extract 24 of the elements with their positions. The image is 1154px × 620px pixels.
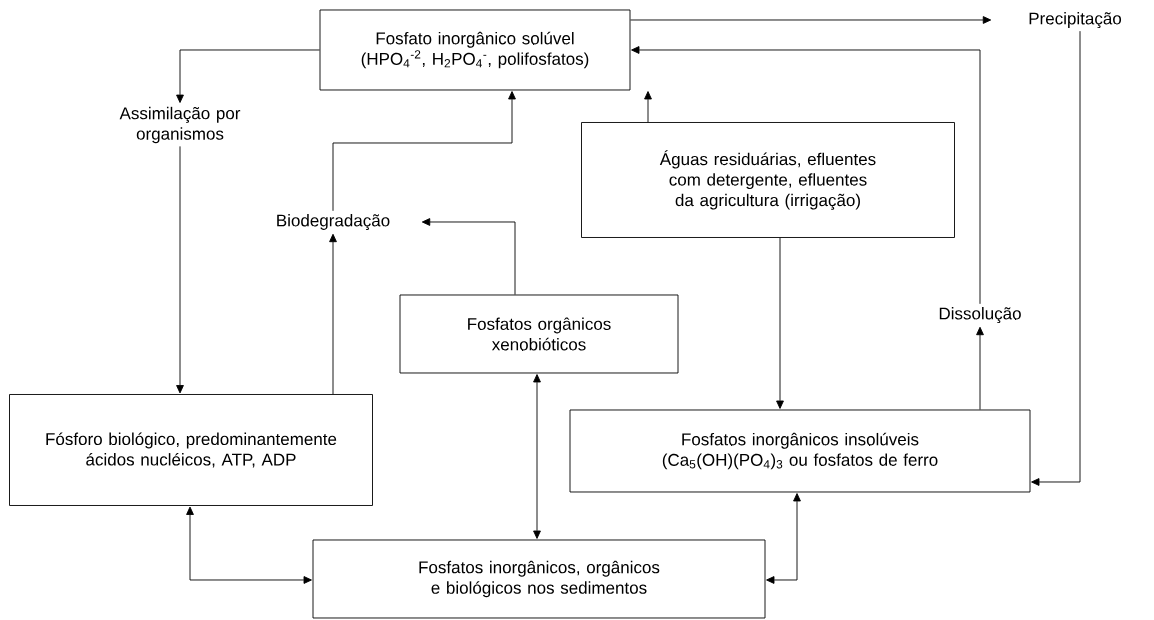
- double-arrow: [186, 506, 312, 584]
- arrow: [176, 49, 320, 103]
- arrow: [976, 326, 984, 410]
- process-label: Precipitação: [1029, 12, 1122, 28]
- arrow: [630, 16, 992, 24]
- process-label: Dissolução: [939, 307, 1021, 323]
- process-box: Fosfatos orgânicos xenobióticos: [399, 294, 679, 374]
- process-box: Fosfatos inorgânicos, orgânicos e biológicos nos sedimentos: [312, 539, 766, 619]
- process-box: Fosfato inorgânico solúvel (HPO$_{4}$$^{-2}$, H$_{2}$PO$_{4}$$^{-}$, polifosfatos): [319, 9, 631, 91]
- process-box: Fósforo biológico, predominantemente ácidos nucléicos, ATP, ADP: [9, 394, 373, 506]
- double-arrow: [766, 493, 801, 584]
- arrow: [176, 145, 184, 394]
- process-box: Fosfatos inorgânicos insolúveis (Ca$_{5}$(OH)(PO$_{4}$)$_{3}$ ou fosfatos de ferro: [569, 409, 1031, 493]
- arrow: [776, 237, 784, 409]
- arrow: [421, 218, 516, 295]
- process-box: Águas residuárias, efluentes com detergente, efluentes da agricultura (irrigação): [581, 122, 955, 238]
- arrow: [644, 91, 652, 123]
- double-arrow: [533, 374, 541, 539]
- arrow: [1031, 30, 1081, 486]
- process-label: Assimilação por organismos: [119, 106, 241, 144]
- arrow: [332, 91, 516, 212]
- arrow: [329, 233, 337, 395]
- process-label: Biodegradação: [277, 214, 390, 230]
- arrow: [631, 46, 981, 305]
